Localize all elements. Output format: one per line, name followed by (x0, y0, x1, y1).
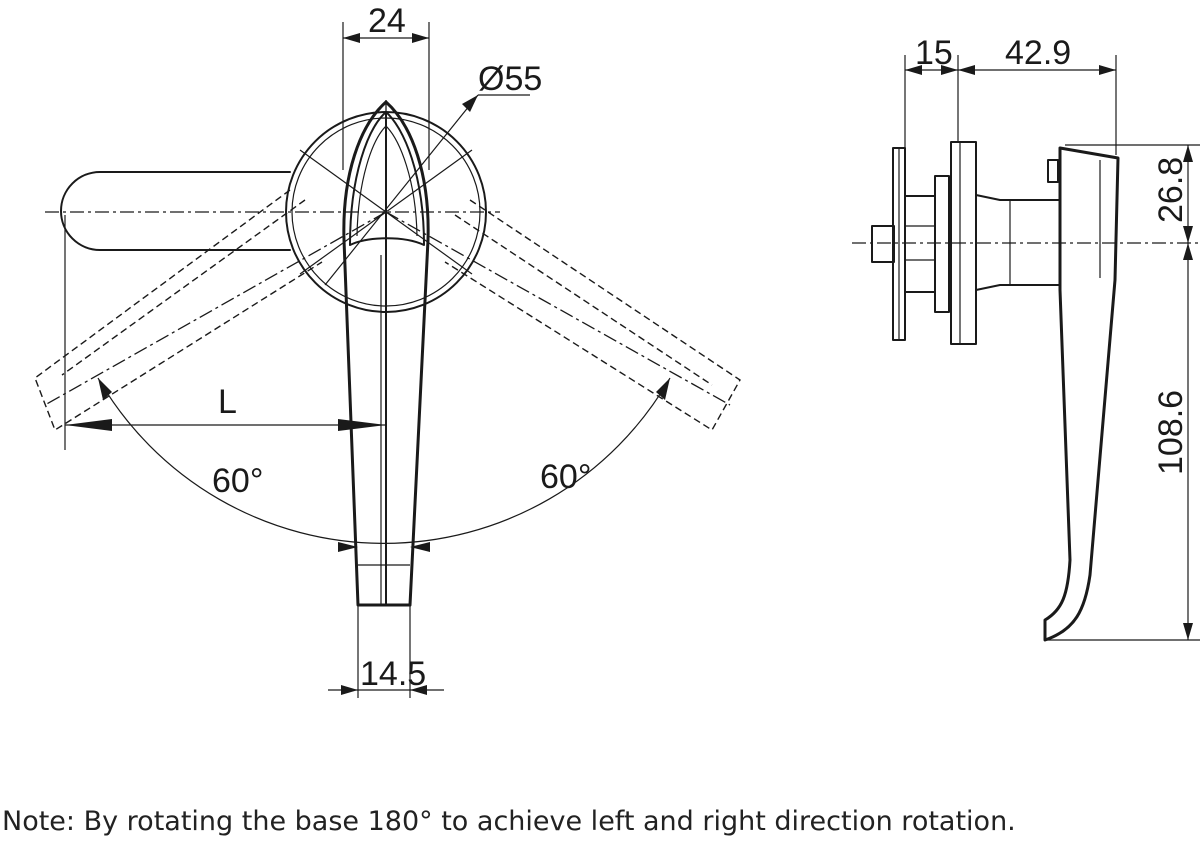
dim-26-8-arrow-top (1183, 145, 1193, 162)
dim-offset-label: 26.8 (1152, 157, 1190, 223)
angle-left-label: 60° (212, 462, 263, 500)
washer (934, 175, 950, 313)
right-rotated-axis (385, 211, 731, 406)
right-rotated-handle-inner (454, 214, 713, 386)
dim-depth-label: 42.9 (1005, 34, 1071, 72)
dim-diameter-label: Ø55 (478, 60, 542, 98)
dim-108-6-arrow-top (1183, 243, 1193, 260)
main-handle-head (349, 111, 425, 246)
angle-right-label: 60° (540, 458, 591, 496)
dim-26-8-arrow-bottom (1183, 226, 1193, 243)
diameter-leader (324, 94, 479, 286)
angle-arc-arrow-right (656, 378, 670, 400)
dim-l-arrow-left (65, 419, 112, 431)
lever-profile (1043, 146, 1120, 642)
dim-14-5-arrow-right (410, 685, 427, 695)
left-rotated-handle (34, 189, 323, 432)
right-rotated-handle (444, 199, 741, 431)
dim-length-label: L (218, 383, 237, 421)
dim-42-9-arrow-left (958, 65, 975, 75)
dim-width-top-label: 24 (368, 2, 406, 40)
angle-arc-arrow-mid-left (338, 542, 358, 552)
flange (950, 141, 977, 345)
dim-24-arrow-right (412, 33, 429, 43)
technical-drawing: 24 Ø55 L 60° 60° 14.5 (34, 2, 1200, 698)
dim-l-arrow-right (338, 419, 386, 431)
main-handle-outline (342, 100, 430, 607)
dim-tip-width-label: 14.5 (360, 655, 426, 693)
dim-24-arrow-left (343, 33, 360, 43)
left-rotated-axis (44, 211, 387, 406)
dim-14-5-arrow-left (341, 685, 358, 695)
dim-108-6-arrow-bottom (1183, 623, 1193, 640)
dim-height-label: 108.6 (1152, 390, 1190, 475)
nut (904, 195, 936, 293)
front-view: 24 Ø55 L 60° 60° 14.5 (34, 2, 741, 698)
angle-arc-arrow-mid-right (410, 542, 430, 552)
dim-flange-label: 15 (915, 34, 953, 72)
left-handle-outline (60, 171, 291, 251)
side-view: 15 42.9 26.8 108.6 (852, 34, 1200, 642)
angle-arc (97, 377, 671, 544)
diameter-arrow (462, 95, 478, 112)
rotation-note: Note: By rotating the base 180° to achie… (2, 806, 1016, 837)
dim-15-arrow-left (905, 65, 922, 75)
lever-set-screw (1047, 159, 1059, 183)
angle-arc-arrow-left (98, 378, 112, 400)
dim-15-arrow-right (941, 65, 958, 75)
left-rotated-handle-inner (61, 199, 306, 376)
dim-42-9-arrow-right (1099, 65, 1116, 75)
stud-end (871, 225, 895, 263)
